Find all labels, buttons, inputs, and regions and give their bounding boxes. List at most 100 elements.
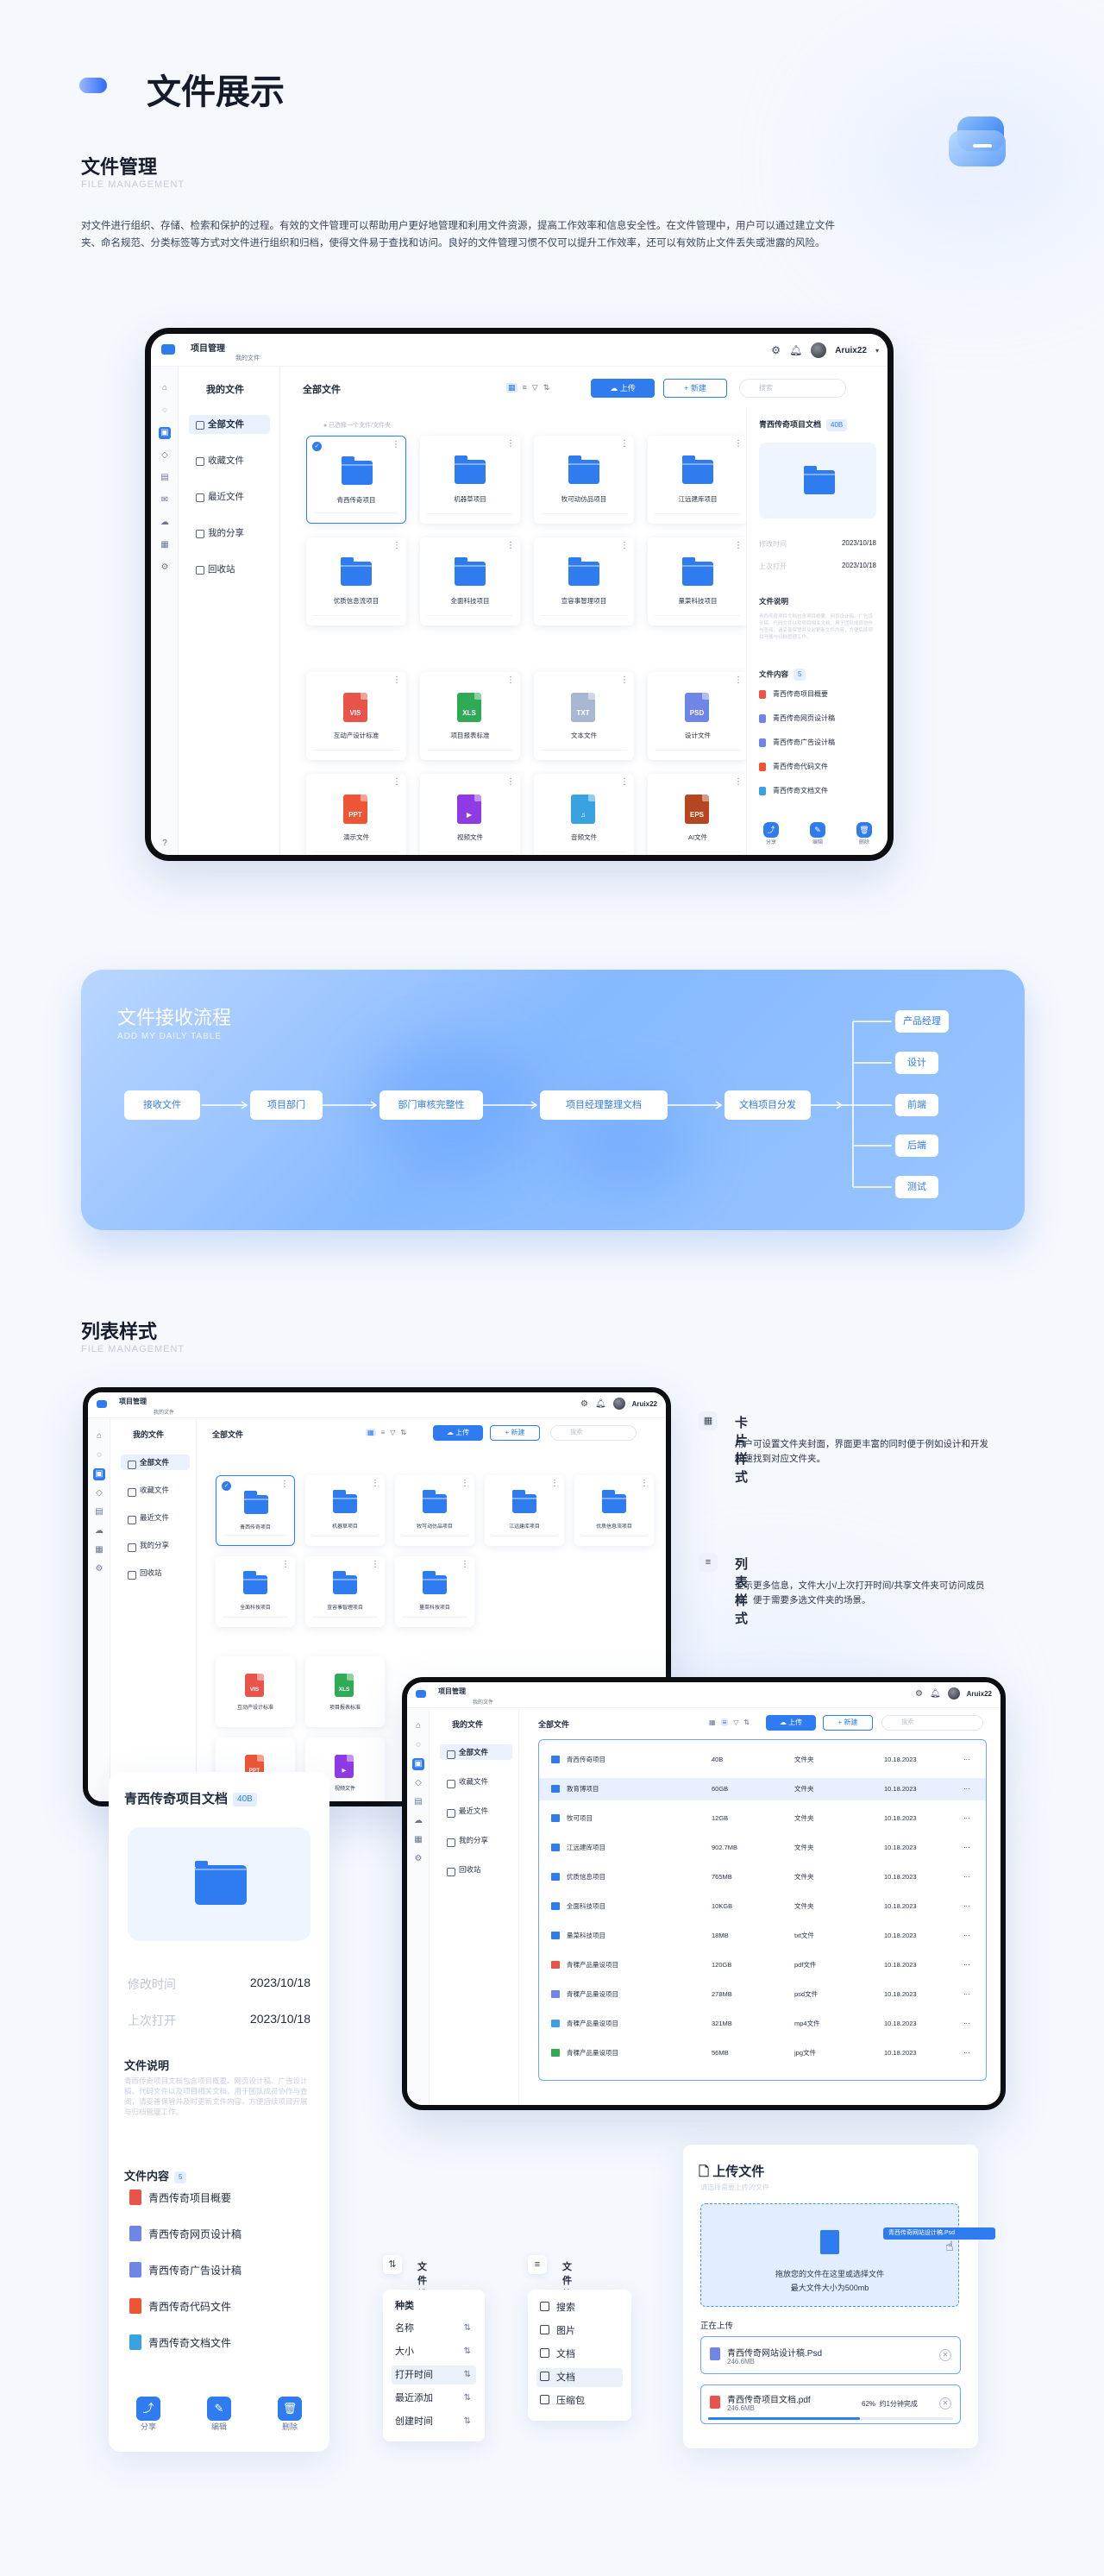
file-card[interactable]: ⋮机器草项目 xyxy=(305,1475,385,1546)
delete-button[interactable]: 🗑︎删除 xyxy=(276,2397,304,2432)
new-button[interactable]: + 新建 xyxy=(663,379,727,398)
content-file-item[interactable]: 青西传奇文档文件 xyxy=(759,786,828,795)
settings-icon[interactable]: ⚙ xyxy=(771,344,781,356)
bell-icon[interactable]: 🔔︎ xyxy=(789,344,803,356)
help-icon[interactable]: ? xyxy=(162,839,167,848)
drop-zone[interactable]: 拖放您的文件在这里或选择文件 最大文件大小为500mb xyxy=(700,2203,959,2307)
nav-item-trash[interactable]: 回收站 xyxy=(121,1565,190,1580)
more-icon[interactable]: ⋯ xyxy=(963,1902,970,1910)
delete-button[interactable]: 🗑︎删除 xyxy=(856,822,873,845)
home-icon[interactable]: ⌂ xyxy=(415,1721,422,1731)
user-name[interactable]: Aruix22 xyxy=(966,1689,992,1698)
sort-option[interactable]: 名称⇅ xyxy=(392,2319,476,2338)
file-card[interactable]: ⋮宣容事智理项目 xyxy=(534,537,634,625)
search-input[interactable]: 搜索 xyxy=(881,1715,983,1731)
chat-icon[interactable]: ◌ xyxy=(162,405,167,415)
more-icon[interactable]: ⋮ xyxy=(550,1479,559,1488)
filter-option[interactable]: 图片 xyxy=(536,2322,623,2340)
file-card[interactable]: ⋮▶视频文件 xyxy=(420,774,520,855)
cancel-upload-icon[interactable]: ✕ xyxy=(939,2397,951,2410)
search-input[interactable]: 搜索 xyxy=(739,379,846,398)
more-icon[interactable]: ⋮ xyxy=(392,777,401,787)
more-icon[interactable]: ⋮ xyxy=(392,440,400,449)
more-icon[interactable]: ⋮ xyxy=(506,439,515,449)
shield-icon[interactable]: ◇ xyxy=(415,1778,422,1787)
calendar-icon[interactable]: ▤ xyxy=(95,1507,104,1517)
grid-icon[interactable]: ▦ xyxy=(414,1835,423,1844)
shield-icon[interactable]: ◇ xyxy=(161,450,168,460)
grid-view-icon[interactable]: ▦ xyxy=(506,383,518,393)
more-icon[interactable]: ⋮ xyxy=(620,777,629,787)
grid-icon[interactable]: ▦ xyxy=(95,1545,104,1555)
sort-option[interactable]: 打开时间⇅ xyxy=(392,2366,476,2384)
more-icon[interactable]: ⋮ xyxy=(371,1560,380,1569)
nav-item-favorites[interactable]: 收藏文件 xyxy=(189,451,270,470)
grid-view-icon[interactable]: ▦ xyxy=(366,1429,376,1436)
nav-item-all[interactable]: 全部文件 xyxy=(189,415,270,434)
shield-icon[interactable]: ◇ xyxy=(96,1488,103,1498)
home-icon[interactable]: ⌂ xyxy=(96,1431,103,1441)
more-icon[interactable]: ⋯ xyxy=(963,2020,970,2027)
content-file-item[interactable]: 青西传奇文档文件 xyxy=(129,2334,231,2350)
upload-button[interactable]: ☁ 上传 xyxy=(766,1715,816,1731)
more-icon[interactable]: ⋮ xyxy=(280,1480,289,1489)
file-card[interactable]: ⋮优质信息流项目 xyxy=(574,1475,654,1546)
more-icon[interactable]: ⋮ xyxy=(620,675,629,685)
file-card[interactable]: ▶视频文件 xyxy=(305,1737,385,1801)
more-icon[interactable]: ⋮ xyxy=(734,541,743,550)
filter-option[interactable]: 搜索 xyxy=(536,2298,623,2317)
nav-item-favorites[interactable]: 收藏文件 xyxy=(440,1774,512,1789)
more-icon[interactable]: ⋯ xyxy=(963,1844,970,1851)
file-card[interactable]: ⋮✓青西传奇项目 xyxy=(306,436,406,524)
list-view-icon[interactable]: ≡ xyxy=(380,1429,386,1436)
file-card[interactable]: ⋮机器草项目 xyxy=(420,436,520,524)
search-input[interactable]: 搜索 xyxy=(550,1425,637,1441)
file-card[interactable]: ⋮宣容事智理项目 xyxy=(305,1556,385,1627)
list-view-icon[interactable]: ≡ xyxy=(522,383,527,392)
content-file-item[interactable]: 青西传奇代码文件 xyxy=(759,762,828,771)
edit-button[interactable]: ✎编辑 xyxy=(205,2397,233,2432)
sort-icon[interactable]: ⇅ xyxy=(400,1429,407,1436)
file-card[interactable]: ⋮江远建库项目 xyxy=(485,1475,564,1546)
nav-item-recent[interactable]: 最近文件 xyxy=(189,487,270,506)
more-icon[interactable]: ⋮ xyxy=(620,541,629,550)
chat-icon[interactable]: ◌ xyxy=(97,1450,102,1460)
more-icon[interactable]: ⋮ xyxy=(734,439,743,449)
content-file-item[interactable]: 青西传奇代码文件 xyxy=(129,2298,231,2314)
share-button[interactable]: ⤴分享 xyxy=(135,2397,162,2432)
file-card[interactable]: ⋮牧可动仿品项目 xyxy=(395,1475,474,1546)
more-icon[interactable]: ⋮ xyxy=(461,1560,469,1569)
file-card[interactable]: ⋮全面科技项目 xyxy=(420,537,520,625)
filter-icon[interactable]: ▽ xyxy=(531,383,538,392)
file-card[interactable]: ⋮全面科技项目 xyxy=(216,1556,295,1627)
content-file-item[interactable]: 青西传奇网页设计稿 xyxy=(129,2226,242,2241)
bell-icon[interactable]: 🔔︎ xyxy=(929,1688,941,1699)
calendar-icon[interactable]: ▤ xyxy=(414,1797,423,1806)
file-card[interactable]: ⋮量菜科技项目 xyxy=(395,1556,474,1627)
more-icon[interactable]: ⋯ xyxy=(963,1990,970,1998)
sort-option[interactable]: 大小⇅ xyxy=(392,2342,476,2361)
nav-item-shared[interactable]: 我的分享 xyxy=(440,1832,512,1848)
content-file-item[interactable]: 青西传奇网页设计稿 xyxy=(759,713,835,723)
more-icon[interactable]: ⋮ xyxy=(640,1479,649,1488)
share-button[interactable]: ⤴分享 xyxy=(762,822,780,845)
more-icon[interactable]: ⋮ xyxy=(392,675,401,685)
cloud-icon[interactable]: ☁ xyxy=(414,1816,423,1825)
more-icon[interactable]: ⋮ xyxy=(506,777,515,787)
content-file-item[interactable]: 青西传奇项目概要 xyxy=(129,2190,231,2205)
more-icon[interactable]: ⋮ xyxy=(734,675,743,685)
grid-icon[interactable]: ▦ xyxy=(160,540,169,550)
upload-button[interactable]: ☁ 上传 xyxy=(433,1425,483,1441)
